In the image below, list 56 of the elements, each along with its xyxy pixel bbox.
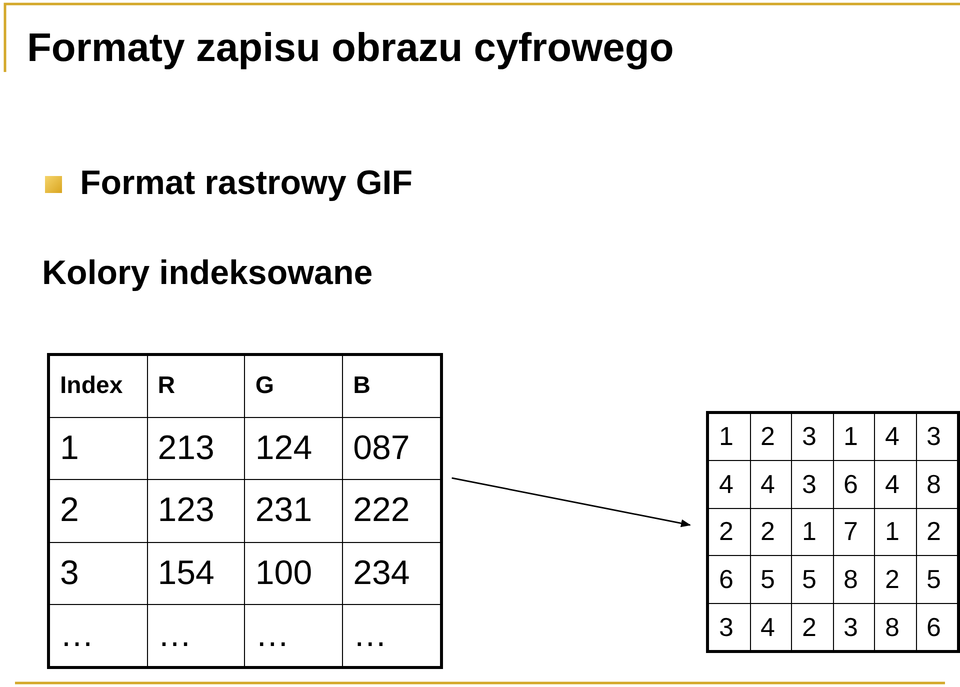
index-grid — [706, 411, 960, 653]
palette-value: 234 — [353, 554, 410, 592]
section-heading: Kolory indeksowane — [42, 254, 373, 293]
palette-value: 087 — [353, 428, 410, 467]
column-header: B — [353, 372, 370, 400]
palette-value: 123 — [158, 491, 214, 530]
pixel-index: 2 — [926, 516, 941, 546]
palette-value: 2 — [60, 491, 79, 530]
column-header: R — [158, 372, 176, 400]
pixel-index: 2 — [760, 421, 775, 452]
palette-value: … — [60, 616, 94, 654]
pixel-index: 8 — [844, 564, 858, 594]
pixel-index: 5 — [802, 564, 816, 594]
palette-value: 222 — [353, 491, 410, 530]
palette-value: 124 — [255, 428, 312, 467]
pixel-index: 8 — [885, 612, 900, 642]
pixel-index: 4 — [760, 612, 775, 642]
palette-value: … — [255, 616, 290, 654]
pixel-index: 5 — [926, 564, 941, 594]
pixel-index: 3 — [802, 421, 816, 452]
palette-value: … — [353, 616, 388, 654]
palette-value: 3 — [60, 554, 79, 592]
palette-value: … — [158, 616, 192, 654]
pixel-index: 6 — [719, 564, 734, 594]
pixel-index: 6 — [844, 468, 858, 499]
pixel-index: 3 — [802, 468, 816, 499]
column-header: G — [255, 372, 274, 400]
palette-value: 154 — [158, 554, 214, 592]
palette-value: 1 — [60, 428, 79, 467]
pixel-index: 1 — [719, 421, 734, 452]
pixel-index: 1 — [844, 421, 858, 452]
pixel-index: 7 — [844, 516, 858, 546]
pixel-index: 4 — [885, 421, 900, 452]
pixel-index: 1 — [885, 516, 900, 546]
pixel-index: 5 — [760, 564, 775, 594]
color-table — [47, 353, 443, 669]
column-header: Index — [60, 372, 123, 400]
pixel-index: 8 — [926, 468, 941, 499]
pixel-index: 2 — [719, 516, 734, 546]
pixel-index: 2 — [760, 516, 775, 546]
pixel-index: 3 — [844, 612, 858, 642]
palette-value: 231 — [255, 491, 312, 530]
palette-value: 100 — [255, 554, 312, 592]
pixel-index: 1 — [802, 516, 816, 546]
pixel-index: 4 — [760, 468, 775, 499]
pixel-index: 3 — [926, 421, 941, 452]
arrow — [452, 477, 691, 528]
slide-title: Formaty zapisu obrazu cyfrowego — [27, 26, 674, 71]
palette-value: 213 — [158, 428, 214, 467]
pixel-index: 4 — [885, 468, 900, 499]
pixel-index: 6 — [926, 612, 941, 642]
pixel-index: 3 — [719, 612, 734, 642]
pixel-index: 2 — [885, 564, 900, 594]
pixel-index: 2 — [802, 612, 816, 642]
bullet-text: Format rastrowy GIF — [80, 164, 413, 203]
pixel-index: 4 — [719, 468, 734, 499]
